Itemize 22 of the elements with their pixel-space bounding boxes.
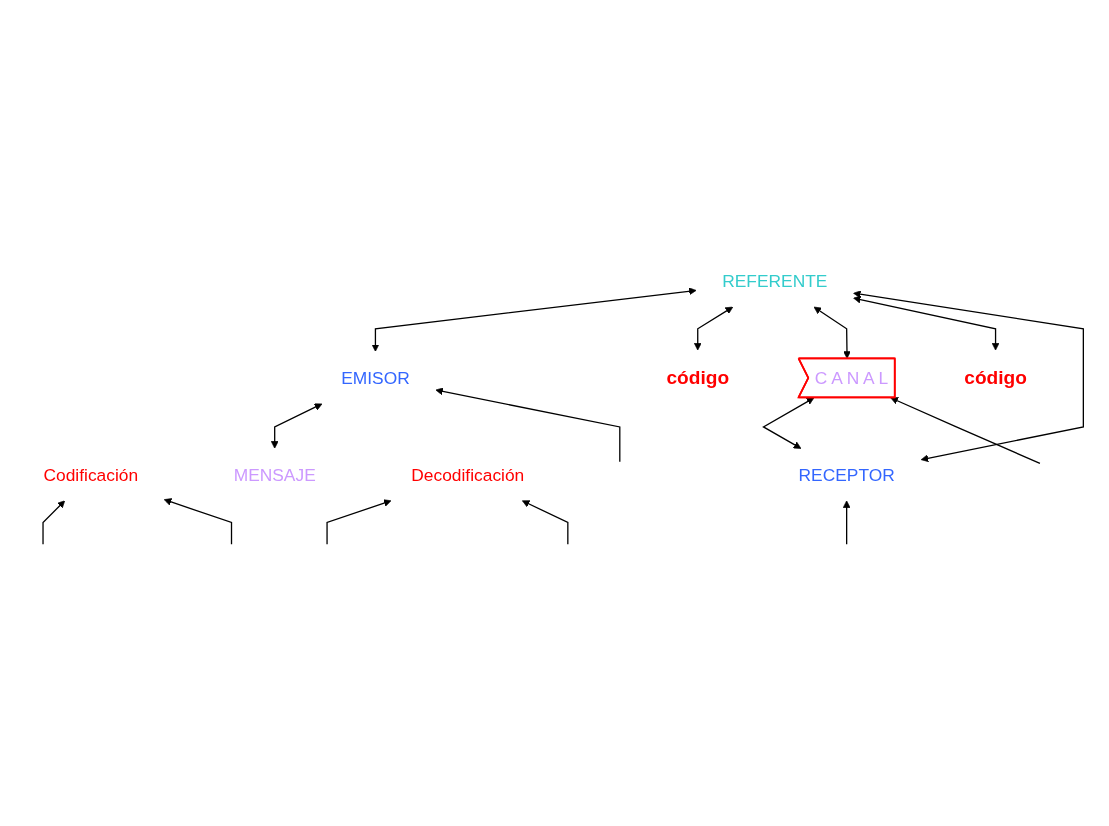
- message-label: MENSAJE: [233, 465, 316, 485]
- arrow: [890, 397, 1041, 465]
- arrow: [326, 499, 392, 546]
- arrow: [853, 290, 1084, 463]
- arrow: [522, 500, 569, 546]
- participant-label: EMISOR: [341, 368, 410, 388]
- arrow: [693, 307, 734, 351]
- concept-label: REFERENTE: [722, 271, 828, 291]
- code-label: código: [666, 367, 730, 390]
- arrow: [762, 397, 815, 450]
- arrow: [270, 403, 323, 450]
- arrow: [371, 287, 697, 353]
- arrow: [435, 388, 621, 463]
- arrow: [42, 500, 66, 546]
- arrow: [842, 500, 851, 546]
- code-label: código: [964, 367, 1027, 390]
- channel-arrow: C A N A L: [797, 357, 896, 399]
- arrow: [163, 498, 233, 546]
- process-label: Codificación: [43, 465, 139, 485]
- arrow: [853, 296, 1000, 351]
- process-label: Decodificación: [411, 465, 525, 485]
- participant-label: RECEPTOR: [798, 465, 895, 485]
